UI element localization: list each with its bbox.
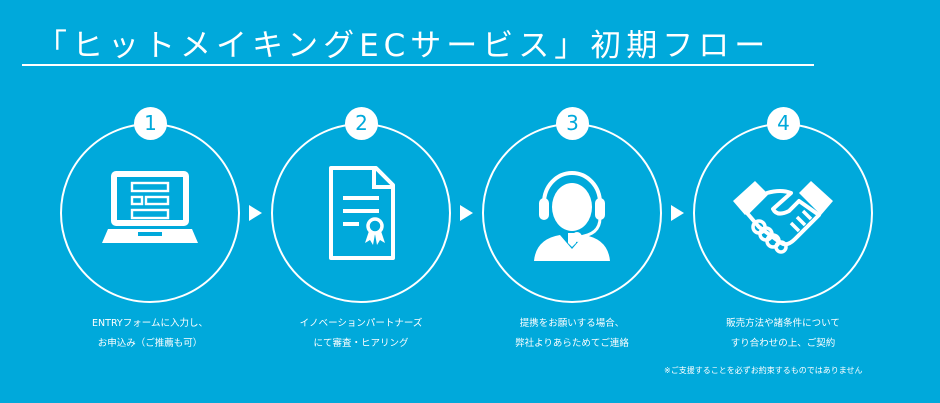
step-number-badge: 2 [345,107,378,140]
caption-line: にて審査・ヒアリング [313,338,409,349]
handshake-icon [733,181,833,254]
caption-line: 弊社よりあらためてご連絡 [515,338,629,349]
step-4: 4 [693,107,873,303]
caption-line: すり合わせの上、ご契約 [730,338,836,349]
step-2-caption: イノベーションパートナーズ にて審査・ヒアリング [241,314,481,354]
step-3: 3 [482,107,662,303]
laptop-form-icon [102,171,198,243]
arrow-right-icon [249,205,262,221]
step-1-caption: ENTRYフォームに入力し、 お申込み（ご推薦も可） [30,314,270,354]
step-number-badge: 4 [767,107,800,140]
step-1: 1 [60,107,240,303]
certificate-document-icon [329,166,395,260]
caption-line: 販売方法や諸条件について [726,318,840,329]
page-title: 「ヒットメイキングECサービス」初期フロー [22,24,814,66]
caption-line: 提携をお願いする場合、 [519,318,625,329]
step-4-caption: 販売方法や諸条件について すり合わせの上、ご契約 [663,314,903,354]
caption-line: お申込み（ご推薦も可） [97,338,203,349]
caption-line: イノベーションパートナーズ [299,318,423,329]
arrow-right-icon [671,205,684,221]
arrow-right-icon [460,205,473,221]
step-number-badge: 3 [556,107,589,140]
step-2: 2 [271,107,451,303]
headset-operator-icon [534,171,610,261]
step-number-badge: 1 [134,107,167,140]
step-3-caption: 提携をお願いする場合、 弊社よりあらためてご連絡 [452,314,692,354]
page-title-text: 「ヒットメイキングECサービス」初期フロー [36,28,771,64]
disclaimer-note: ※ご支援することを必ずお約束するものではありません [664,366,863,375]
caption-line: ENTRYフォームに入力し、 [92,318,208,329]
